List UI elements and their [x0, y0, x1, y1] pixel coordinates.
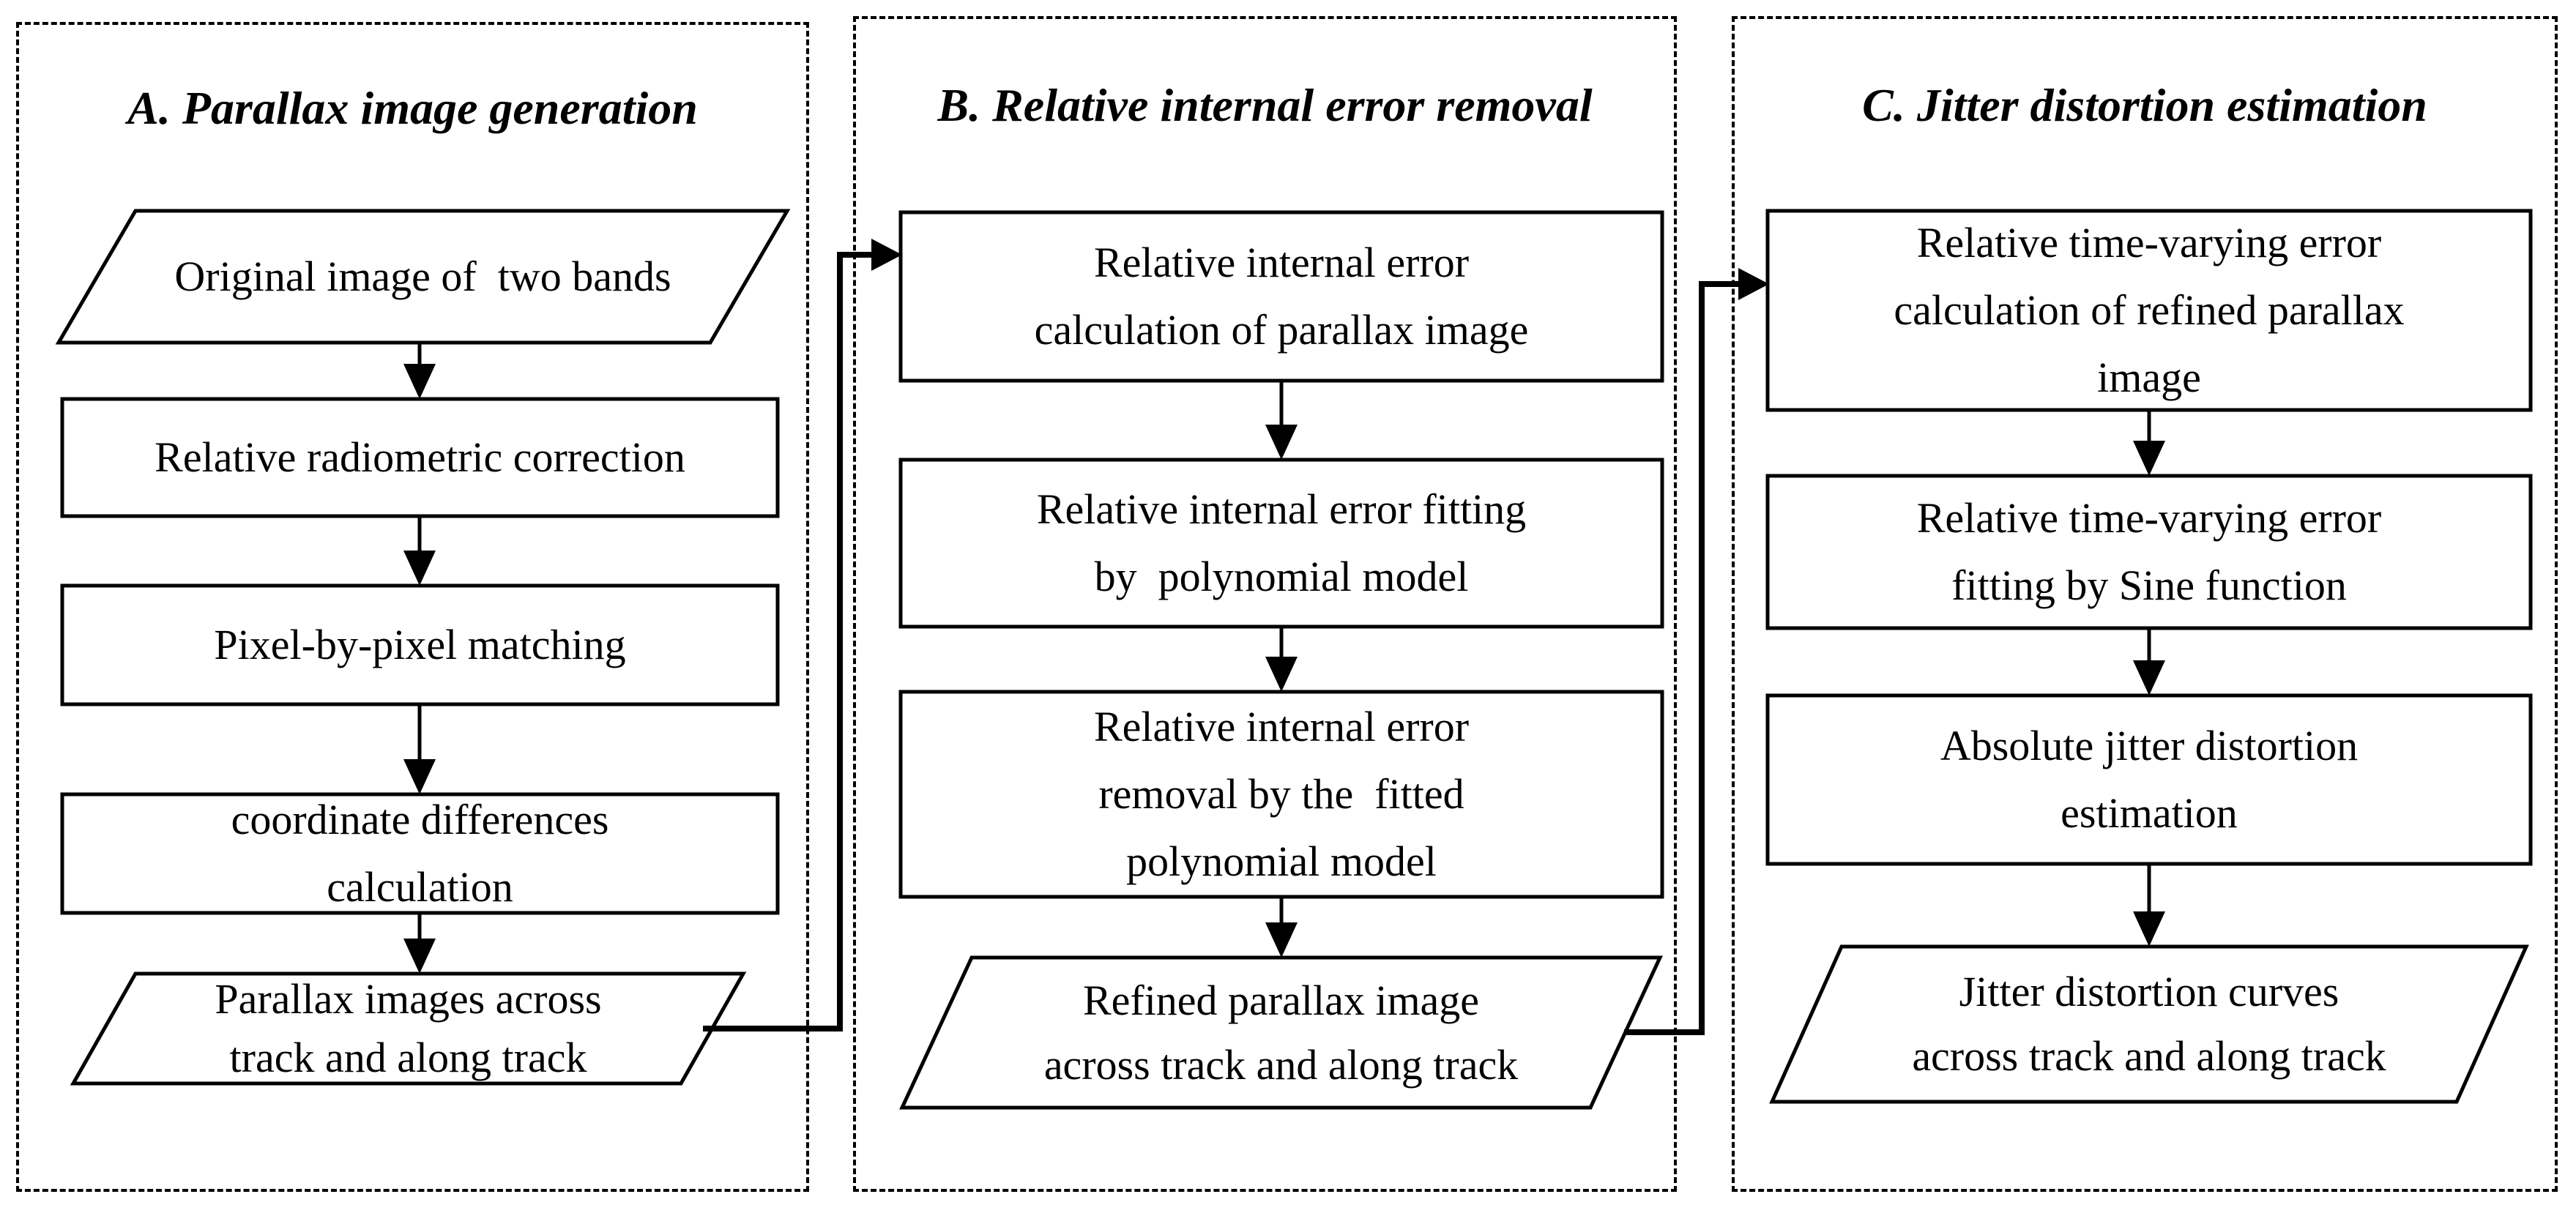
- flow-arrow-c2: [2133, 628, 2165, 695]
- step-box-coordinate-differences: [60, 792, 780, 915]
- step-line: estimation: [2061, 789, 2238, 837]
- flow-arrow-a4: [403, 913, 436, 974]
- panel-b-title: B. Relative internal error removal: [937, 79, 1593, 131]
- step-line: calculation of refined parallax: [1894, 286, 2405, 334]
- io-text-parallax-images: Parallax images across track and along t…: [73, 974, 743, 1083]
- step-line: Refined parallax image: [1082, 976, 1480, 1024]
- step-line: track and along track: [229, 1034, 587, 1081]
- io-parallelogram-original-image: [55, 209, 791, 345]
- io-parallelogram-parallax-images: [70, 971, 747, 1086]
- step-line: Relative time-varying error: [1916, 494, 2382, 542]
- step-line: image: [2097, 354, 2201, 401]
- flow-arrow-c3: [2133, 864, 2165, 947]
- step-line: Relative internal error: [1093, 239, 1470, 286]
- panel-b-frame: [853, 16, 1677, 1192]
- step-line: Pixel-by-pixel matching: [214, 621, 626, 668]
- step-line: Relative internal error fitting: [1036, 485, 1527, 533]
- connector-a-to-b: [703, 239, 902, 1031]
- step-text-absolute-jitter: Absolute jitter distortion estimation: [1768, 695, 2531, 864]
- panel-c-frame: [1732, 16, 2558, 1192]
- io-text-jitter-curves: Jitter distortion curves across track an…: [1772, 947, 2526, 1102]
- step-text-coordinate-differences: coordinate differences calculation: [62, 794, 778, 913]
- io-parallelogram-refined-parallax: [899, 955, 1663, 1110]
- step-line: coordinate differences: [231, 796, 609, 843]
- flow-arrow-a3: [403, 704, 436, 794]
- step-line: Relative radiometric correction: [155, 433, 685, 481]
- step-line: Absolute jitter distortion: [1940, 722, 2359, 769]
- io-parallelogram-jitter-curves: [1769, 944, 2529, 1104]
- step-line: calculation: [327, 863, 513, 911]
- connector-b-to-c: [1624, 268, 1769, 1035]
- step-line: fitting by Sine function: [1951, 562, 2347, 609]
- flow-arrow-b1: [1265, 381, 1298, 460]
- step-text-error-removal: Relative internal error removal by the f…: [901, 692, 1662, 897]
- step-text-timevarying-fitting: Relative time-varying error fitting by S…: [1768, 476, 2531, 628]
- step-text-timevarying-calculation: Relative time-varying error calculation …: [1768, 211, 2531, 410]
- step-line: polynomial model: [1126, 837, 1437, 885]
- step-line: calculation of parallax image: [1034, 306, 1529, 354]
- step-line: Jitter distortion curves: [1959, 968, 2339, 1015]
- step-text-pixel-matching: Pixel-by-pixel matching: [62, 586, 778, 704]
- step-box-error-removal: [898, 690, 1664, 899]
- step-line: Relative time-varying error: [1916, 219, 2382, 266]
- step-line: removal by the fitted: [1098, 770, 1464, 818]
- step-box-timevarying-calculation: [1765, 209, 2533, 412]
- step-box-radiometric-correction: [60, 397, 780, 518]
- step-box-pixel-matching: [60, 583, 780, 706]
- flow-arrow-b3: [1265, 897, 1298, 958]
- flow-arrow-a1: [403, 343, 436, 399]
- io-text-refined-parallax: Refined parallax image across track and …: [902, 958, 1660, 1108]
- panel-a-title: A. Parallax image generation: [127, 82, 698, 134]
- flow-arrow-a2: [403, 516, 436, 586]
- step-box-error-calculation: [898, 210, 1664, 383]
- step-text-error-fitting: Relative internal error fitting by polyn…: [901, 460, 1662, 627]
- step-text-radiometric-correction: Relative radiometric correction: [62, 399, 778, 516]
- panel-c-title: C. Jitter distortion estimation: [1862, 79, 2427, 131]
- step-line: Parallax images across: [215, 975, 602, 1023]
- panel-a-frame: [16, 22, 809, 1192]
- flow-arrow-b2: [1265, 627, 1298, 692]
- step-box-timevarying-fitting: [1765, 474, 2533, 630]
- step-line: across track and along track: [1043, 1040, 1519, 1089]
- step-line: Relative internal error: [1093, 703, 1470, 750]
- step-line: across track and along track: [1912, 1032, 2386, 1080]
- flow-arrow-c1: [2133, 410, 2165, 476]
- io-text-original-image: Original image of two bands: [59, 211, 787, 343]
- step-text-error-calculation: Relative internal error calculation of p…: [901, 212, 1662, 381]
- step-line: Original image of two bands: [174, 253, 671, 300]
- step-line: by polynomial model: [1094, 553, 1469, 600]
